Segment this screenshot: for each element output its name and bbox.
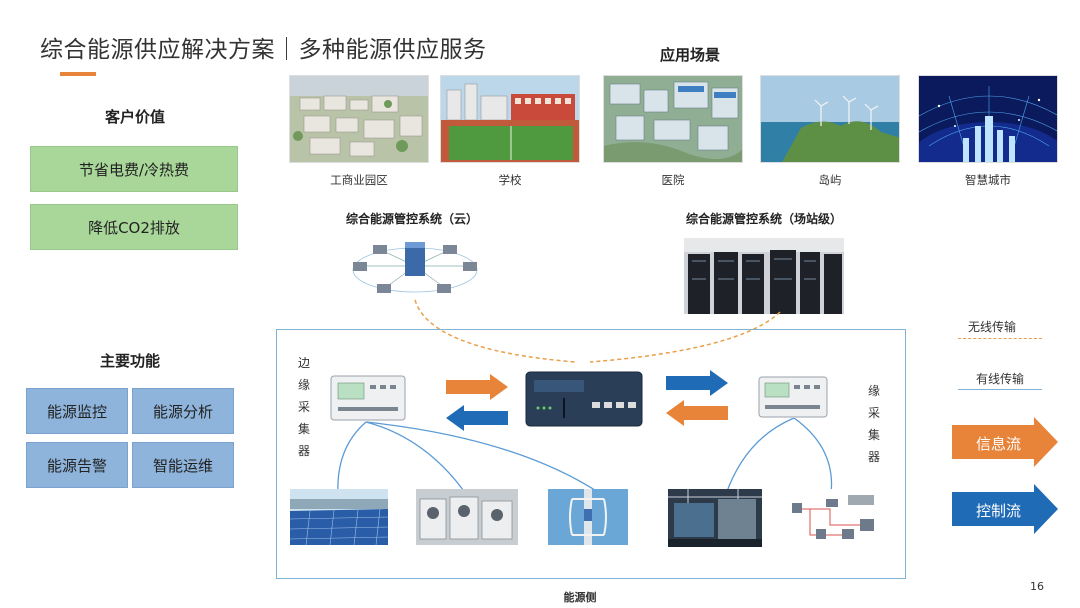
solar-panel-image bbox=[290, 489, 388, 545]
scene-label: 学校 bbox=[498, 173, 522, 187]
energy-side-label: 能源侧 bbox=[563, 591, 597, 604]
page-number: 16 bbox=[1030, 580, 1044, 593]
scene-image-hospital bbox=[603, 75, 743, 163]
scene-label: 智慧城市 bbox=[965, 173, 1011, 187]
scene-label: 工商业园区 bbox=[330, 173, 388, 187]
customer-value-heading: 客户价值 bbox=[104, 108, 165, 126]
edge-collector-left-label: 边 缘 采 集 器 bbox=[297, 356, 310, 458]
function-item: 能源分析 bbox=[132, 388, 234, 434]
customer-value-item: 节省电费/冷热费 bbox=[30, 146, 238, 192]
control-flow-arrow-right-icon bbox=[666, 370, 728, 396]
legend-wireless-label: 无线传输 bbox=[968, 320, 1017, 334]
info-flow-legend-arrow-icon bbox=[952, 417, 1060, 467]
scenarios-heading: 应用场景 bbox=[659, 46, 720, 64]
legend-wired-line bbox=[958, 389, 1042, 390]
function-item: 能源监控 bbox=[26, 388, 128, 434]
scene-label: 岛屿 bbox=[818, 173, 842, 187]
control-flow-label: 控制流 bbox=[976, 502, 1022, 520]
collector-wired-links bbox=[337, 418, 833, 495]
gateway-device-icon bbox=[524, 368, 644, 430]
legend-wired-label: 有线传输 bbox=[976, 372, 1025, 386]
info-flow-label: 信息流 bbox=[976, 435, 1022, 453]
info-flow-arrow-left-icon bbox=[666, 400, 728, 426]
main-functions-heading: 主要功能 bbox=[99, 352, 160, 370]
server-room-image bbox=[684, 238, 844, 314]
control-flow-legend-arrow-icon bbox=[952, 484, 1060, 534]
function-item: 能源告警 bbox=[26, 442, 128, 488]
hvac-units-image bbox=[416, 489, 518, 545]
scene-image-school bbox=[440, 75, 580, 163]
scene-image-industrial-park bbox=[289, 75, 429, 163]
power-system-diagram-image bbox=[790, 489, 878, 545]
scene-image-smart-city bbox=[918, 75, 1058, 163]
info-flow-arrow-right-icon bbox=[446, 374, 508, 400]
scene-label: 医院 bbox=[661, 173, 685, 187]
wireless-link-curves bbox=[414, 299, 781, 363]
wind-turbine-image bbox=[548, 489, 628, 545]
edge-system-frame bbox=[276, 329, 906, 579]
cloud-system-label: 综合能源管控系统（云） bbox=[346, 212, 479, 226]
right-collector-device-icon bbox=[758, 376, 828, 418]
control-flow-arrow-left-icon bbox=[446, 405, 508, 431]
page-title: 综合能源供应解决方案｜多种能源供应服务 bbox=[40, 37, 487, 63]
title-underline bbox=[60, 72, 96, 76]
left-collector-device-icon bbox=[330, 375, 406, 421]
chiller-plant-image bbox=[668, 489, 762, 547]
scene-image-island bbox=[760, 75, 900, 163]
legend-wireless-line bbox=[958, 338, 1042, 339]
cloud-network-icon bbox=[345, 236, 485, 298]
station-system-label: 综合能源管控系统（场站级） bbox=[686, 212, 843, 226]
edge-collector-right-label: 缘 采 集 器 bbox=[867, 384, 880, 464]
function-item: 智能运维 bbox=[132, 442, 234, 488]
customer-value-item: 降低CO2排放 bbox=[30, 204, 238, 250]
